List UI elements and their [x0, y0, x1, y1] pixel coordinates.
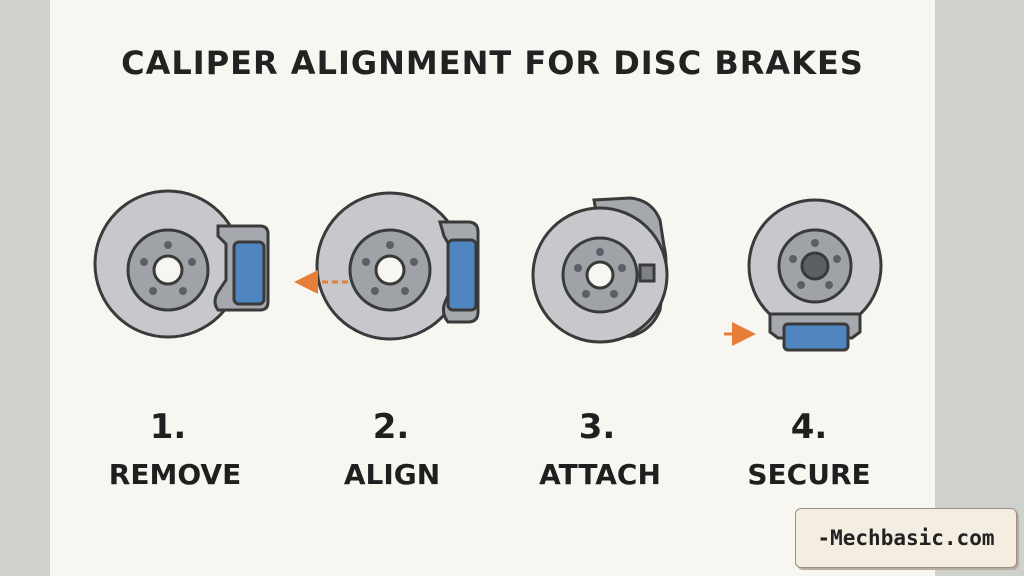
lug-holes	[140, 241, 196, 295]
step-3-label: ATTACH	[539, 458, 661, 491]
step-4-label: SECURE	[747, 458, 871, 491]
step-1-label: REMOVE	[108, 458, 242, 491]
step-2-illustration	[294, 191, 480, 341]
brake-pad	[232, 240, 266, 306]
hub-center	[800, 251, 830, 281]
step-4-number: 4.	[790, 407, 828, 447]
site-watermark: -Mechbasic.com	[795, 508, 1017, 568]
brake-pad	[446, 238, 478, 312]
step-4-illustration	[724, 198, 883, 352]
caliper-mount-tab	[638, 263, 656, 283]
hub-center-hole	[152, 254, 184, 286]
step-1-illustration	[93, 189, 270, 339]
step-1-number: 1.	[149, 407, 187, 447]
lug-holes	[574, 248, 626, 298]
page-title: CALIPER ALIGNMENT FOR DISC BRAKES	[121, 44, 864, 82]
lug-holes	[789, 239, 841, 289]
step-3-illustration	[531, 196, 669, 344]
hub-center-hole	[585, 260, 615, 290]
brake-pad	[782, 322, 850, 352]
lug-holes	[362, 241, 418, 295]
step-3-number: 3.	[578, 407, 616, 447]
step-2-number: 2.	[372, 407, 410, 447]
step-2-label: ALIGN	[343, 458, 441, 491]
hub-center-hole	[374, 254, 406, 286]
